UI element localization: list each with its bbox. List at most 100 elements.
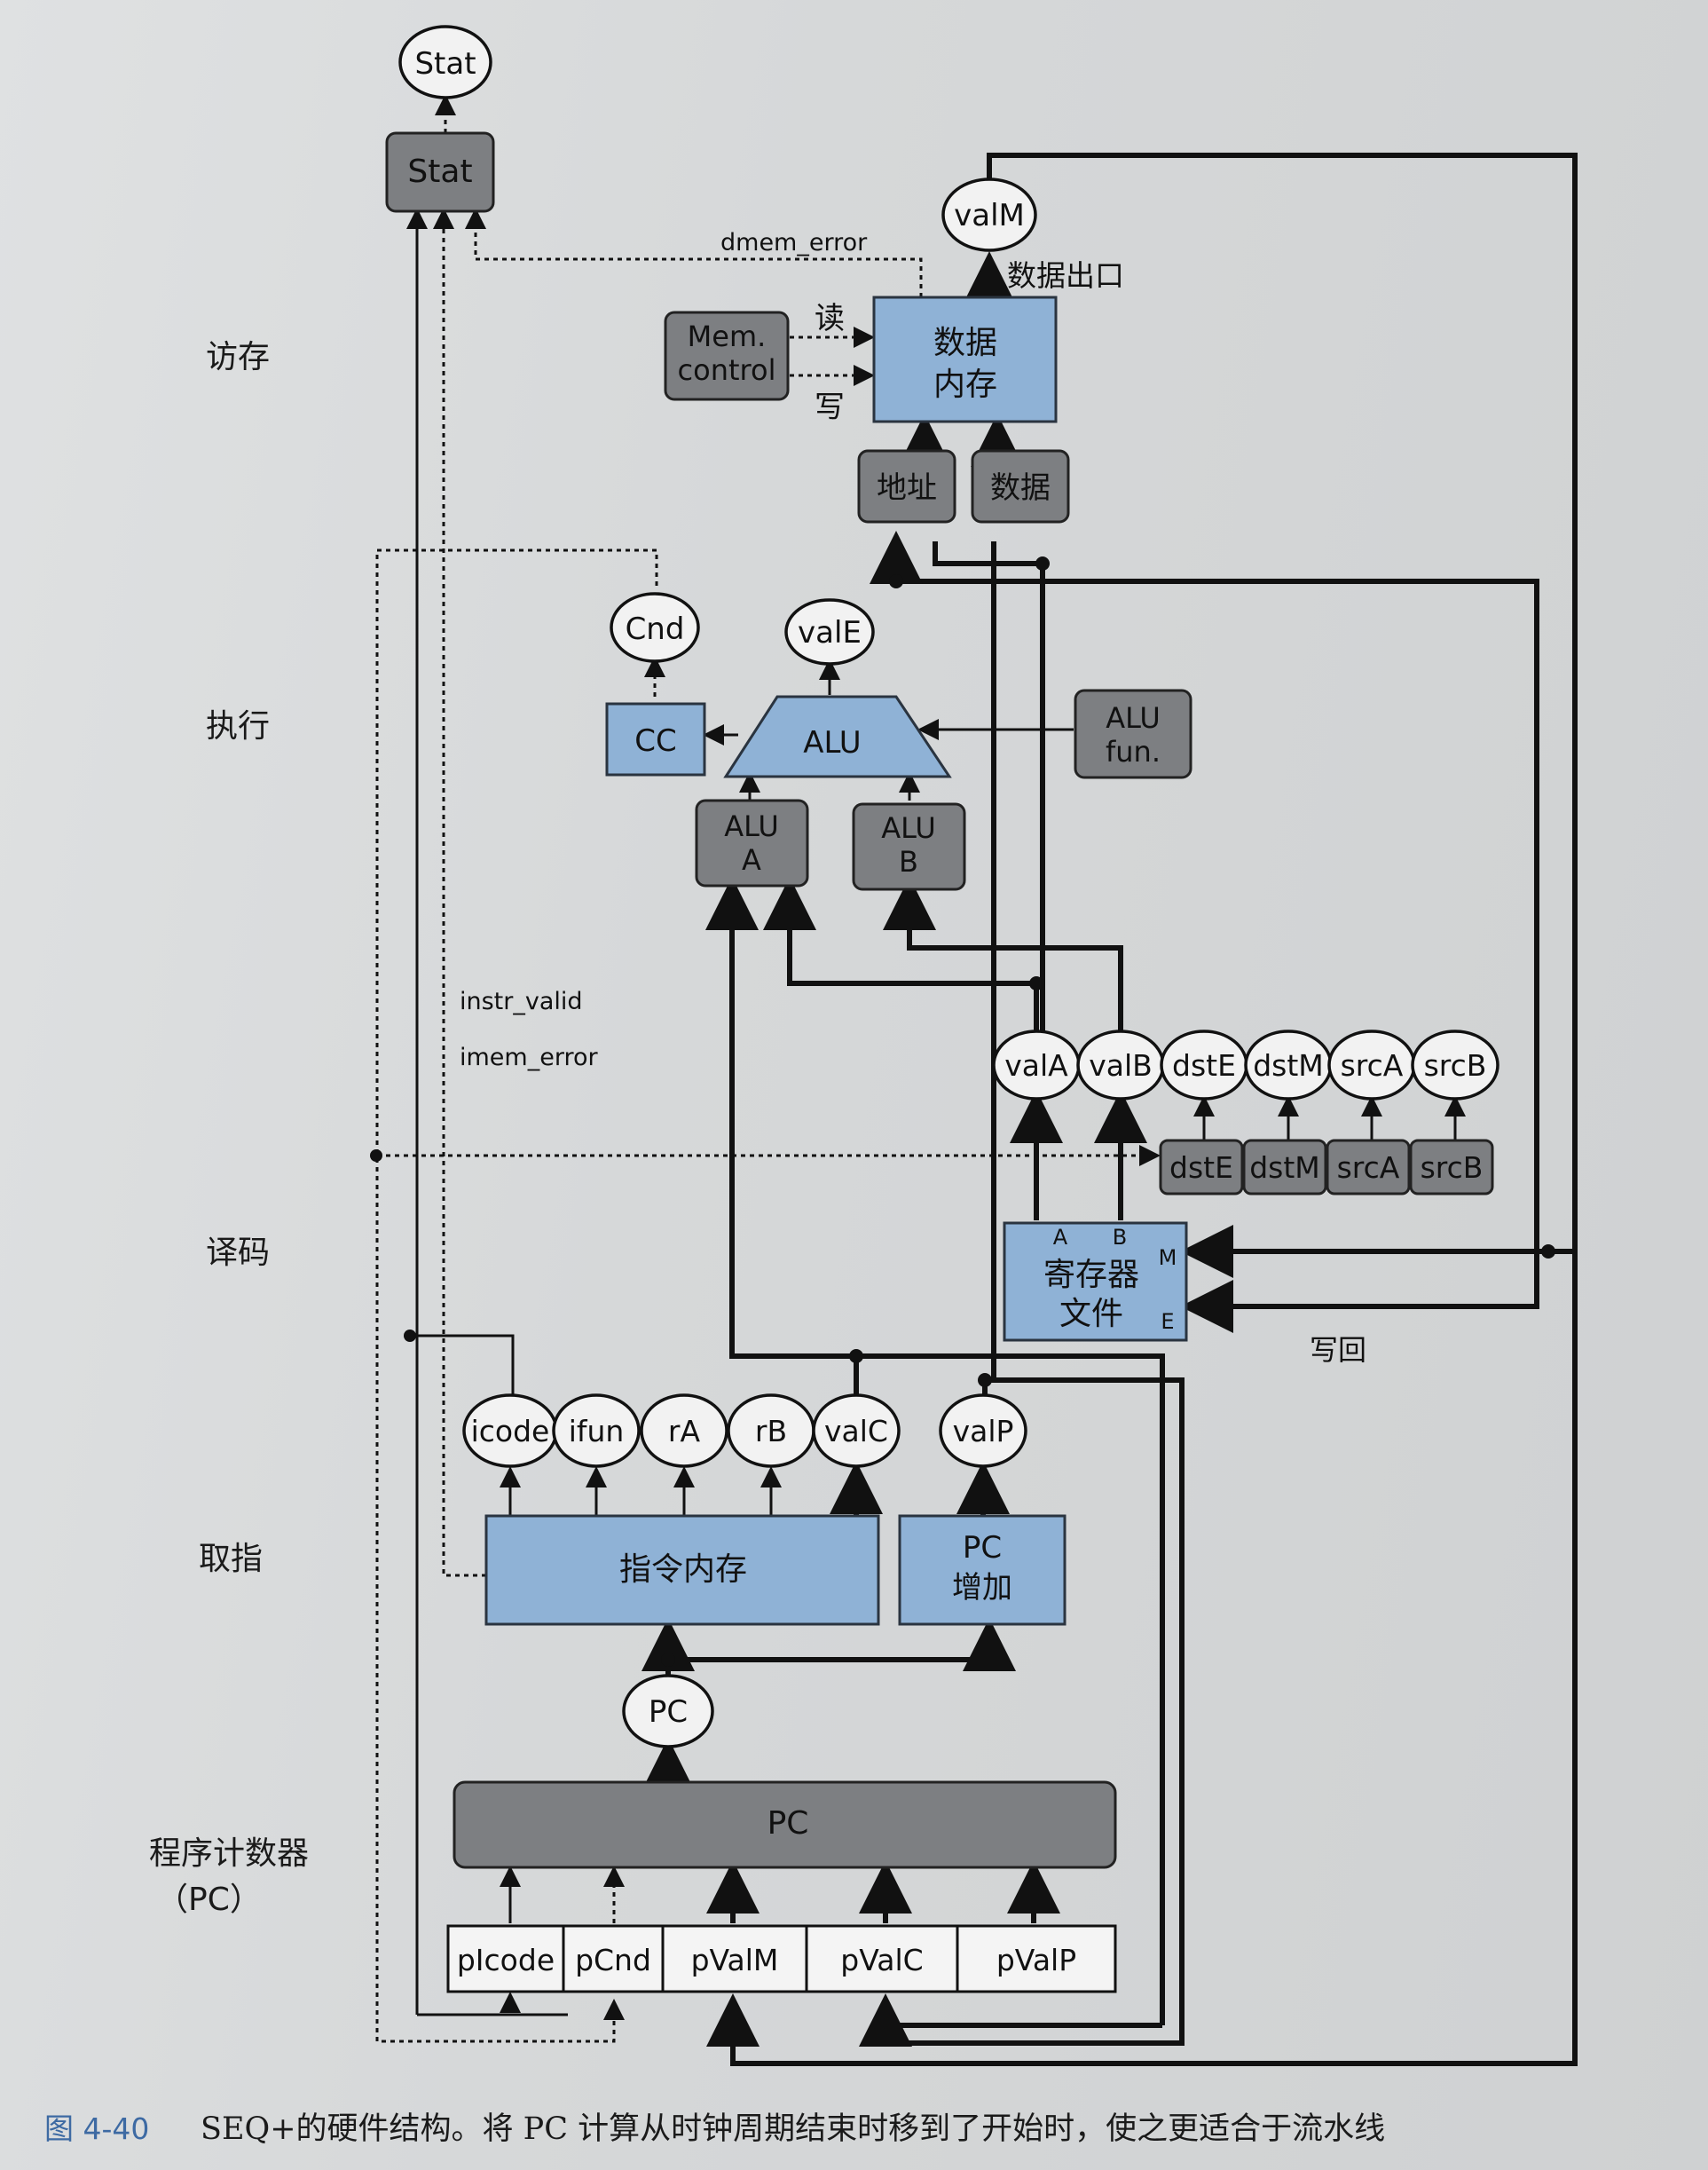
stage-fetch: 取指 (199, 1541, 263, 1577)
alu-fun-block: ALU fun. (1074, 689, 1192, 779)
svg-text:valC: valC (824, 1414, 888, 1448)
instruction-memory-block: 指令内存 (484, 1514, 880, 1626)
svg-text:valM: valM (954, 198, 1025, 233)
svg-text:valP: valP (953, 1414, 1014, 1448)
srca-oval: srcA (1327, 1030, 1416, 1101)
srcb-box: srcB (1409, 1139, 1494, 1195)
svg-text:M: M (1159, 1245, 1177, 1270)
fetch-output-ovals: icode ifun rA rB valC valP (462, 1393, 1027, 1468)
svg-text:pIcode: pIcode (457, 1943, 555, 1977)
stage-pc-sub: （PC） (156, 1882, 262, 1918)
caption-text: SEQ+的硬件结构。将 PC 计算从时钟周期结束时移到了开始时，使之更适合于流水… (201, 2111, 1385, 2147)
svg-text:dstE: dstE (1172, 1048, 1236, 1083)
srcb-oval: srcB (1411, 1030, 1499, 1101)
imem-error-label: imem_error (460, 1044, 598, 1071)
svg-text:srcB: srcB (1424, 1048, 1487, 1083)
svg-text:ifun: ifun (569, 1414, 625, 1448)
svg-text:B: B (899, 845, 918, 879)
pvalm-box: pValM (661, 1924, 808, 1993)
stat-register: Stat (385, 131, 495, 213)
dste-oval: dstE (1160, 1030, 1248, 1101)
svg-text:pValC: pValC (840, 1943, 923, 1977)
dste-box: dstE (1159, 1139, 1244, 1195)
valb-oval: valB (1076, 1030, 1165, 1101)
svg-text:Cnd: Cnd (626, 612, 685, 647)
vale-oval: valE (784, 598, 875, 666)
alu-a-block: ALU A (695, 799, 809, 888)
svg-text:A: A (1053, 1225, 1068, 1250)
pc-select-boxes: pIcode pCnd pValM pValC pValP (446, 1924, 1117, 1993)
writeback-label: 写回 (1310, 1333, 1366, 1367)
valp-oval: valP (939, 1393, 1027, 1468)
icode-oval: icode (462, 1393, 558, 1468)
svg-text:pValM: pValM (691, 1943, 779, 1977)
svg-text:地址: 地址 (877, 470, 937, 506)
svg-text:ALU: ALU (724, 809, 779, 843)
svg-text:pValP: pValP (996, 1943, 1076, 1977)
pc-increment-block: PC 增加 (898, 1514, 1067, 1626)
data-out-label: 数据出口 (1007, 258, 1124, 293)
alu-b-block: ALU B (852, 802, 966, 891)
alu-block: ALU (723, 695, 952, 778)
picode-box: pIcode (446, 1924, 565, 1993)
data-block: 数据 (971, 449, 1070, 524)
instr-valid-label: instr_valid (460, 988, 583, 1015)
svg-text:内存: 内存 (933, 367, 997, 403)
svg-text:valB: valB (1089, 1048, 1153, 1083)
svg-text:PC: PC (649, 1694, 688, 1730)
svg-text:B: B (1113, 1225, 1127, 1250)
pvalp-box: pValP (956, 1924, 1117, 1993)
svg-text:icode: icode (471, 1414, 550, 1448)
stage-memory: 访存 (206, 339, 270, 375)
dstm-oval: dstM (1244, 1030, 1333, 1101)
svg-text:ALU: ALU (803, 725, 861, 761)
read-label: 读 (815, 301, 845, 336)
svg-text:数据: 数据 (990, 470, 1051, 506)
svg-text:Stat: Stat (407, 154, 472, 190)
srca-box: srcA (1326, 1139, 1411, 1195)
svg-text:Mem.: Mem. (688, 320, 767, 353)
dmem-error-label: dmem_error (720, 229, 868, 256)
dstm-box: dstM (1242, 1139, 1327, 1195)
svg-text:control: control (678, 353, 776, 387)
valm-oval: valM (941, 178, 1037, 252)
svg-text:valE: valE (798, 615, 862, 651)
write-label: 写 (815, 390, 845, 425)
svg-text:ALU: ALU (1106, 701, 1161, 735)
svg-text:CC: CC (634, 723, 676, 759)
svg-text:srcA: srcA (1341, 1048, 1404, 1083)
pvalc-box: pValC (805, 1924, 959, 1993)
ifun-oval: ifun (552, 1393, 641, 1468)
svg-text:Stat: Stat (414, 46, 476, 82)
ra-oval: rA (640, 1393, 728, 1468)
svg-text:PC: PC (767, 1805, 809, 1842)
svg-text:数据: 数据 (933, 325, 997, 361)
stage-pc: 程序计数器 (149, 1835, 309, 1872)
svg-text:dstM: dstM (1253, 1048, 1324, 1083)
svg-text:寄存器: 寄存器 (1043, 1257, 1139, 1293)
svg-text:valA: valA (1004, 1048, 1068, 1083)
svg-text:dstE: dstE (1169, 1150, 1233, 1185)
svg-text:dstM: dstM (1249, 1150, 1320, 1185)
reg-id-boxes: dstE dstM srcA srcB (1159, 1139, 1494, 1195)
stage-execute: 执行 (206, 708, 270, 745)
svg-text:pCnd: pCnd (575, 1943, 651, 1977)
svg-text:rB: rB (755, 1414, 787, 1448)
cnd-oval: Cnd (610, 592, 700, 663)
svg-text:ALU: ALU (881, 811, 936, 845)
cc-block: CC (605, 702, 706, 777)
svg-text:PC: PC (963, 1530, 1002, 1566)
vala-oval: valA (992, 1030, 1081, 1101)
svg-text:srcA: srcA (1337, 1150, 1400, 1185)
svg-text:E: E (1161, 1309, 1174, 1334)
svg-text:增加: 增加 (952, 1570, 1012, 1606)
pc-oval: PC (622, 1674, 714, 1748)
pcnd-box: pCnd (562, 1924, 665, 1993)
addr-block: 地址 (857, 449, 956, 524)
svg-text:fun.: fun. (1106, 735, 1161, 769)
rb-oval: rB (727, 1393, 815, 1468)
wires (370, 94, 1578, 2066)
reg-output-ovals: valA valB dstE dstM srcA srcB (992, 1030, 1499, 1101)
